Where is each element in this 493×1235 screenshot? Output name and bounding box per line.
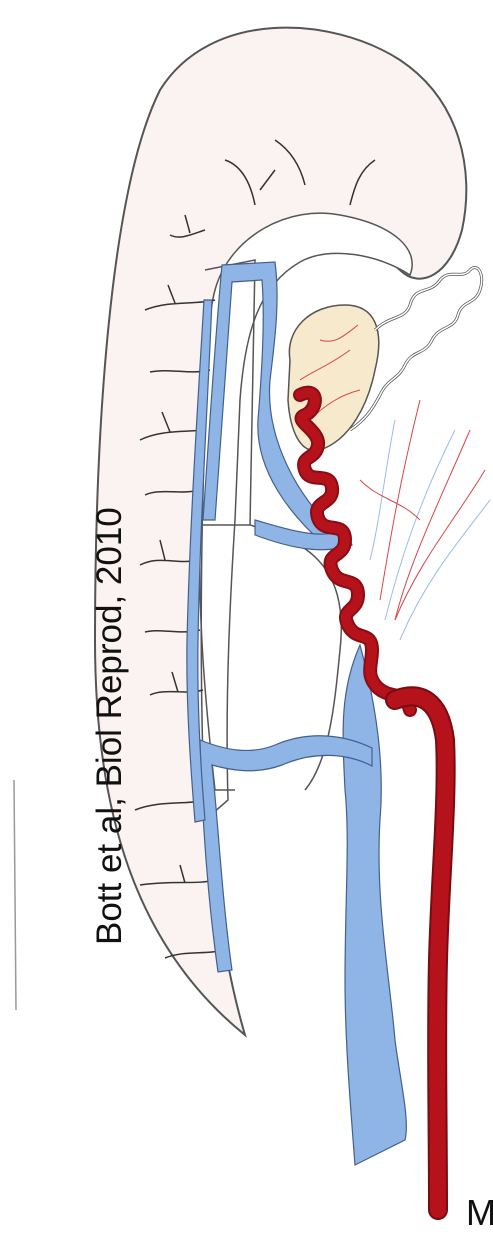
fine-vessels (360, 400, 490, 640)
main-vein-trunk (343, 645, 406, 1165)
corner-label: M (466, 1195, 493, 1231)
left-edge-line (14, 780, 16, 1010)
citation-text: Bott et al, Biol Reprod, 2010 (92, 507, 127, 945)
